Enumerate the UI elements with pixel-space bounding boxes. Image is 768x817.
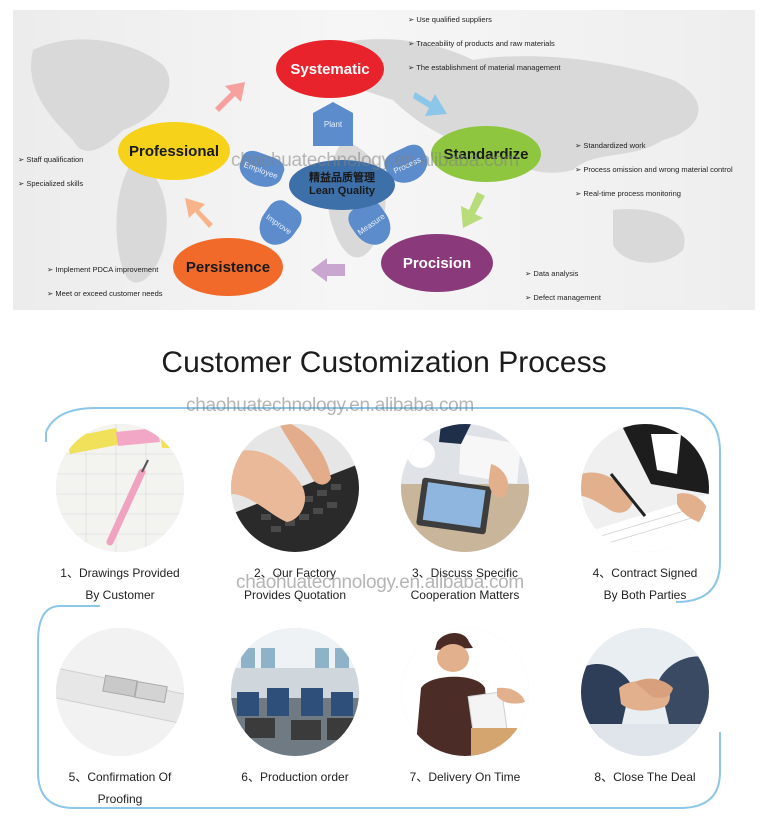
step-1-caption: 1、Drawings Provided By Customer — [35, 562, 205, 606]
step-1-photo — [56, 424, 184, 552]
bullets-procision: Data analysis Defect management — [525, 262, 601, 310]
step-4-caption: 4、Contract Signed By Both Parties — [560, 562, 730, 606]
center-label-cn: 精益品质管理 — [309, 172, 375, 184]
node-standardize: Standardize — [431, 126, 541, 182]
step-3-photo — [401, 424, 529, 552]
petal-measure-label: Measure — [355, 211, 387, 237]
bullet-item: Implement PDCA improvement — [47, 258, 163, 282]
node-systematic-label: Systematic — [290, 60, 370, 78]
bullet-item: Process omission and wrong material cont… — [575, 158, 732, 182]
step-2-photo — [231, 424, 359, 552]
step-4: 4、Contract Signed By Both Parties — [560, 424, 730, 606]
step-5: 5、Confirmation Of Proofing — [35, 628, 205, 810]
arrow-procision-to-persistence — [311, 258, 345, 282]
petal-improve-label: Improve — [264, 212, 294, 236]
step-8-photo — [581, 628, 709, 756]
node-procision: Procision — [381, 234, 493, 292]
step-5-line2: Proofing — [97, 792, 143, 806]
arrow-professional-to-systematic — [215, 82, 245, 112]
bullet-item: Specialized skills — [18, 172, 83, 196]
bullet-item: Real-time process monitoring — [575, 182, 733, 206]
step-7-line1: 7、Delivery On Time — [409, 770, 521, 784]
node-professional: Professional — [118, 122, 230, 180]
bullet-item: Use qualified suppliers — [408, 10, 560, 32]
step-1-line1: 1、Drawings Provided — [60, 566, 180, 580]
step-6: 6、Production order — [210, 628, 380, 788]
bullet-item: Staff qualification — [18, 148, 83, 172]
node-persistence-label: Persistence — [185, 258, 271, 276]
step-1-line2: By Customer — [85, 588, 155, 602]
center-lean-quality: 精益品质管理 Lean Quality — [289, 160, 395, 210]
step-5-photo — [56, 628, 184, 756]
lean-quality-diagram: Plant Process Measure Improve Employee 精… — [13, 10, 755, 310]
step-5-line1: 5、Confirmation Of — [68, 770, 172, 784]
step-3: 3、Discuss Specific Cooperation Matters — [380, 424, 550, 606]
step-2-line1: 2、Our Factory — [253, 566, 337, 580]
step-3-line2: Cooperation Matters — [410, 588, 520, 602]
step-7: 7、Delivery On Time — [380, 628, 550, 788]
step-3-line1: 3、Discuss Specific — [411, 566, 519, 580]
step-4-line2: By Both Parties — [603, 588, 687, 602]
step-8-line1: 8、Close The Deal — [594, 770, 696, 784]
node-persistence: Persistence — [173, 238, 283, 296]
node-professional-label: Professional — [128, 142, 220, 160]
step-7-caption: 7、Delivery On Time — [380, 766, 550, 788]
arrow-standardize-to-procision — [461, 192, 485, 228]
step-2-caption: 2、Our Factory Provides Quotation — [210, 562, 380, 606]
arrow-systematic-to-standardize — [413, 92, 447, 116]
watermark: chaohuatechnology.en.alibaba.com — [186, 395, 474, 416]
bullets-persistence: Implement PDCA improvement Meet or excee… — [47, 258, 163, 306]
step-8-caption: 8、Close The Deal — [560, 766, 730, 788]
step-5-caption: 5、Confirmation Of Proofing — [35, 766, 205, 810]
process-title: Customer Customization Process — [161, 346, 607, 379]
step-2-line2: Provides Quotation — [243, 588, 347, 602]
step-6-caption: 6、Production order — [210, 766, 380, 788]
step-8: 8、Close The Deal — [560, 628, 730, 788]
step-4-photo — [581, 424, 709, 552]
bullets-standardize: Standardized work Process omission and w… — [575, 134, 733, 206]
step-6-line1: 6、Production order — [241, 770, 349, 784]
step-3-caption: 3、Discuss Specific Cooperation Matters — [380, 562, 550, 606]
bullets-systematic: Use qualified suppliers Traceability of … — [408, 10, 560, 80]
step-7-photo — [401, 628, 529, 756]
bullets-professional: Staff qualification Specialized skills — [18, 148, 83, 196]
step-1: 1、Drawings Provided By Customer — [35, 424, 205, 606]
bullet-item: Data analysis — [525, 262, 601, 286]
petal-plant-label: Plant — [323, 119, 343, 129]
node-procision-label: Procision — [402, 254, 472, 272]
step-4-line1: 4、Contract Signed — [592, 566, 698, 580]
bullet-item: Defect management — [525, 286, 601, 310]
step-6-photo — [231, 628, 359, 756]
bullet-item: Traceability of products and raw materia… — [408, 32, 560, 56]
center-label-en: Lean Quality — [308, 185, 376, 197]
bullet-item: Standardized work — [575, 134, 733, 158]
watermark: chaohuatechnology.en.alibaba.com — [231, 150, 519, 171]
node-systematic: Systematic — [276, 40, 384, 98]
arrow-persistence-to-professional — [185, 198, 213, 228]
watermark: chaohuatechnology.en.alibaba.com — [236, 572, 524, 593]
bullet-item: Meet or exceed customer needs — [47, 282, 162, 306]
node-standardize-label: Standardize — [443, 145, 529, 163]
bullet-item: The establishment of material management — [408, 56, 560, 80]
step-2: 2、Our Factory Provides Quotation — [210, 424, 380, 606]
